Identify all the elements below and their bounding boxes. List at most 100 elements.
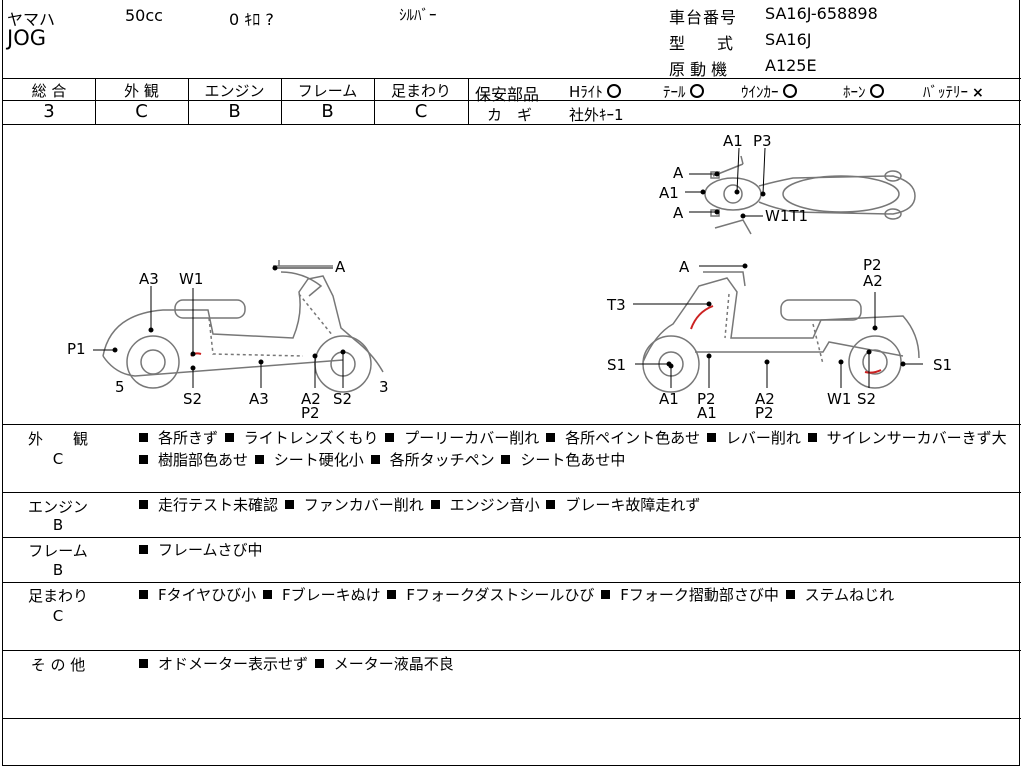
suspension-grade: C [414,101,428,122]
suspension-item: ステムねじれ [804,586,895,604]
engine-item: ブレーキ故障走れず [565,496,701,514]
engine-section-label: エンジン [27,498,88,516]
damage-code: A2 [863,272,883,290]
bullet-icon [387,590,397,599]
damage-code: P2 [301,404,320,422]
other-item: メーター液晶不良 [333,655,454,673]
divider [3,100,1021,101]
divider [3,492,1021,493]
safety-winker: ｳｲﾝｶｰ [741,81,797,102]
damage-code: A [673,204,684,222]
damage-code: P2 [697,390,716,408]
damage-code: W1 [179,270,204,288]
bullet-icon [370,455,380,464]
damage-code: A1 [659,390,679,408]
bullet-icon [706,433,716,442]
engine-model-label: 原 動 機 [669,60,728,79]
displacement: 50cc [125,6,163,25]
other-items: オドメーター表示せず メーター液晶不良 [137,653,1017,675]
damage-code: S2 [183,390,203,408]
divider [3,718,1021,719]
damage-code: A1 [659,184,679,202]
damage-code: S1 [933,356,953,374]
suspension-label: 足まわり [390,82,451,100]
damage-code: A3 [139,270,159,288]
bullet-icon [139,590,148,599]
bullet-icon [139,500,148,509]
ng-mark-icon: × [972,85,984,101]
damage-code: S2 [857,390,877,408]
ok-mark-icon [869,84,884,98]
exterior-item: シート硬化小 [273,451,364,469]
divider [3,124,1021,125]
exterior-label: 外 観 [124,82,159,100]
divider [3,650,1021,651]
bullet-icon [254,455,264,464]
safety-battery: ﾊﾞｯﾃﾘｰ× [923,81,984,102]
bullet-icon [139,455,148,464]
exterior-item: シート色あせ中 [520,451,626,469]
scooter-top-view [704,155,916,235]
damage-code: A2 [755,390,775,408]
bullet-icon [807,433,817,442]
frame-no-label: 車台番号 [669,8,738,27]
exterior-item: サイレンサーカバーきず大 [826,429,1007,447]
type-label: 型 式 [669,34,734,53]
suspension-item: Fフォーク摺動部さび中 [620,586,779,604]
engine-items: 走行テスト未確認 ファンカバー削れ エンジン音小 ブレーキ故障走れず [137,494,1017,516]
damage-code: A [679,258,690,276]
frame-label: フレーム [297,82,358,100]
frame-no: SA16J-658898 [765,4,878,23]
engine-item: エンジン音小 [449,496,540,514]
exterior-grade: C [135,101,148,122]
divider [281,78,282,124]
exterior-item: プーリーカバー削れ [404,429,540,447]
exterior-item: レバー削れ [725,429,801,447]
divider [374,78,375,124]
exterior-section-grade: C [52,450,64,468]
damage-code: 5 [115,378,125,396]
bullet-icon [785,590,795,599]
exterior-section-label: 外 観 [27,430,88,448]
damage-code: P2 [755,404,774,422]
exterior-item: 樹脂部色あせ [158,451,249,469]
scooter-right-view [190,271,920,393]
maker: ヤマハ [7,10,56,29]
damage-code: A [335,258,346,276]
damage-code: S2 [333,390,353,408]
bullet-icon [430,500,440,509]
exterior-item: 各所タッチペン [389,451,495,469]
divider [95,78,96,124]
bullet-icon [314,659,324,668]
safety-title: 保安部品 [475,85,540,104]
suspension-item: Fフォークダストシールひび [406,586,595,604]
damage-code: 3 [379,378,389,396]
damage-code: P1 [67,340,86,358]
suspension-section-grade: C [52,607,64,625]
bullet-icon [284,500,294,509]
bullet-icon [385,433,395,442]
exterior-item: ライトレンズくもり [243,429,379,447]
bullet-icon [139,545,148,554]
mileage: 0 ｷﾛ ? [229,10,274,29]
damage-code: W1T1 [765,207,809,225]
divider [3,582,1021,583]
exterior-item: 各所きず [158,429,219,447]
damage-code: P2 [863,256,882,274]
overall-label: 総 合 [31,82,67,100]
divider [468,78,469,124]
key-value: 社外ｷｰ1 [569,106,624,124]
other-section-label: そ の 他 [30,656,86,674]
other-item: オドメーター表示せず [158,655,309,673]
divider [3,537,1021,538]
safety-horn-label: ﾎｰﾝ [843,83,866,101]
damage-code: W1 [827,390,852,408]
suspension-section-label: 足まわり [27,587,88,605]
damage-code: A1 [697,404,717,422]
safety-headlight-label: Hﾗｲﾄ [569,83,603,101]
frame-section-grade: B [52,561,64,579]
safety-battery-label: ﾊﾞｯﾃﾘｰ [923,83,969,101]
safety-tail-label: ﾃｰﾙ [663,83,686,101]
bullet-icon [546,433,556,442]
color: ｼﾙﾊﾞｰ [399,6,437,24]
